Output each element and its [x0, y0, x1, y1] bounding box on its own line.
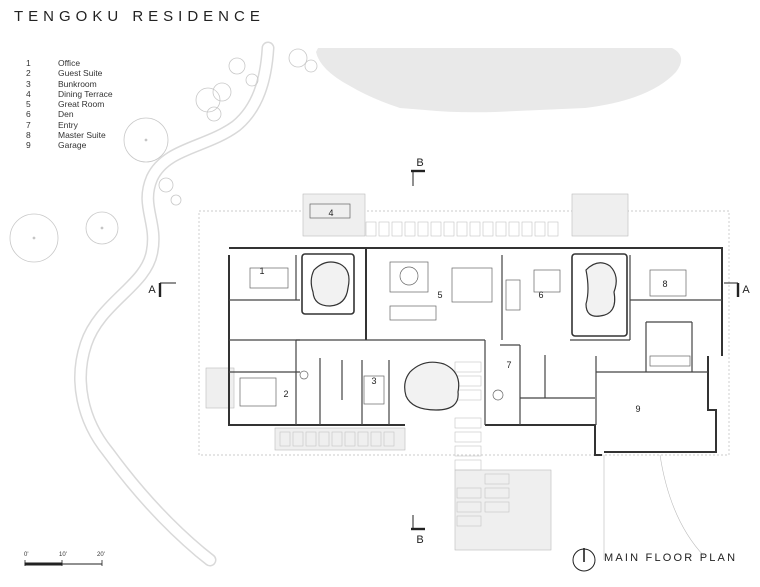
- section-marks: [158, 169, 740, 531]
- room-tag: 8: [662, 279, 667, 289]
- pools: [310, 261, 617, 411]
- deck-areas: [205, 193, 629, 551]
- exterior-walls: [228, 247, 723, 456]
- section-label-a-left: A: [148, 284, 156, 296]
- scale-bar: [24, 560, 103, 566]
- room-tag: 6: [538, 290, 543, 300]
- drawing-title: MAIN FLOOR PLAN: [604, 552, 738, 564]
- project-title: TENGOKU RESIDENCE: [14, 8, 265, 25]
- room-tag: 2: [283, 389, 288, 399]
- interior-walls: [229, 255, 722, 425]
- room-tag: 3: [371, 376, 376, 386]
- room-tag: 9: [635, 404, 640, 414]
- section-label-b-bottom: B: [416, 534, 423, 546]
- scale-labels: 0' 10' 20': [24, 552, 105, 572]
- section-label-b-top: B: [416, 157, 423, 169]
- lake-shape: [316, 48, 682, 113]
- trees: [9, 48, 318, 263]
- pavers: [279, 221, 559, 527]
- room-tag: 5: [437, 290, 442, 300]
- room-tag: 4: [328, 208, 333, 218]
- scale-label: 10': [59, 552, 67, 558]
- north-arrow-icon: [572, 548, 596, 572]
- section-label-a-right: A: [742, 284, 750, 296]
- furniture: [239, 203, 691, 407]
- room-tag: 1: [259, 266, 264, 276]
- scale-label: 20': [97, 552, 105, 558]
- room-tags: 1 2 3 4 5 6 7 8 9: [259, 208, 667, 414]
- site-boundary: [198, 210, 730, 456]
- driveway: [603, 454, 705, 560]
- scale-label: 0': [24, 552, 29, 558]
- courtyards: [301, 253, 628, 337]
- room-tag: 7: [506, 360, 511, 370]
